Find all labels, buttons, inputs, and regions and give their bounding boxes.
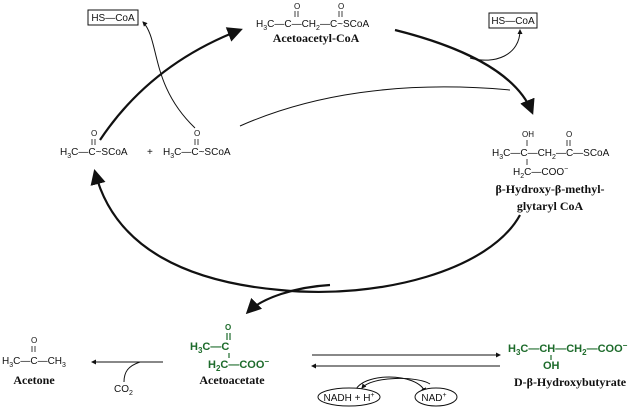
hscoa-box-right: HS—CoA xyxy=(488,12,538,29)
acetone-o: O xyxy=(31,336,37,345)
acetone-formula: H3C—C—CH3 xyxy=(2,356,66,369)
acetoacetyl-formula: H3C—C—CH2—C~SCoA xyxy=(256,19,369,32)
co2-label: CO2 xyxy=(114,384,133,397)
hydroxybutyrate-label: D-β-Hydroxybutyrate xyxy=(514,375,627,389)
acetyl-coa-left: O H3C—C~SCoA xyxy=(60,129,128,160)
hydroxybutyrate: H3C—CH—CH2—COO− OH D-β-Hydroxybutyrate xyxy=(508,341,628,389)
acetyl-coa-right: O H3C—C~SCoA xyxy=(163,129,231,160)
hmg-line1: H3C—C—CH2—C—SCoA xyxy=(492,148,610,161)
arrow-co2-branch xyxy=(123,361,141,383)
hscoa-label-right: HS—CoA xyxy=(491,16,535,27)
hmg-o: O xyxy=(566,130,572,139)
hmg-coa: OH O H3C—C—CH2—C—SCoA H2C—COO− β-Hydroxy… xyxy=(492,130,610,213)
acetoacetate-label: Acetoacetate xyxy=(199,373,265,387)
acetyl-left-o: O xyxy=(91,129,97,138)
carbonyl-o-2: O xyxy=(338,2,344,11)
arrow-hscoa-right xyxy=(469,29,523,61)
acetoacetate-line1: H3C—C xyxy=(190,341,229,355)
arrow-acetyl-into-hmg xyxy=(239,86,511,127)
hydroxybutyrate-line1: H3C—CH—CH2—COO− xyxy=(508,341,628,357)
acetoacetate: O H3C—C H2C—COO− Acetoacetate xyxy=(190,323,269,387)
hmg-name-line1: β-Hydroxy-β-methyl- xyxy=(495,182,604,196)
arrow-hscoa-left xyxy=(142,21,196,129)
hydroxybutyrate-oh: OH xyxy=(543,360,560,372)
nad-oval: NAD+ xyxy=(414,387,458,407)
hscoa-box-left: HS—CoA xyxy=(87,9,139,26)
hmg-oh: OH xyxy=(522,130,534,139)
acetyl-right-o: O xyxy=(194,129,200,138)
hmg-name-line2: glytaryl CoA xyxy=(517,199,584,213)
acetoacetate-line2: H2C—COO− xyxy=(208,357,269,373)
acetyl-right-formula: H3C—C~SCoA xyxy=(163,147,231,160)
arrow-hmg-to-acetyl xyxy=(90,169,521,293)
nadh-label: NADH + H+ xyxy=(323,392,374,404)
hmg-line2: H2C—COO− xyxy=(513,166,568,180)
arrow-nad-reduction xyxy=(361,377,431,389)
nad-label: NAD+ xyxy=(421,392,446,404)
acetoacetyl-coa: O O H3C—C—CH2—C~SCoA Acetoacetyl-CoA xyxy=(256,2,369,45)
carbonyl-o-1: O xyxy=(294,2,300,11)
acetone: O H3C—C—CH3 Acetone xyxy=(2,336,66,387)
arrow-acetyl-to-acetoacetyl xyxy=(99,27,243,141)
acetoacetyl-coa-label: Acetoacetyl-CoA xyxy=(273,31,360,45)
acetone-label: Acetone xyxy=(13,373,55,387)
hscoa-label-left: HS—CoA xyxy=(91,13,135,24)
arrow-to-acetoacetate xyxy=(245,283,331,315)
arrow-acetoacetyl-to-hmg xyxy=(394,28,535,115)
arrow-nadh-oxidation xyxy=(354,376,427,393)
acetoacetate-o: O xyxy=(225,323,231,332)
nadh-oval: NADH + H+ xyxy=(317,387,381,407)
acetyl-left-formula: H3C—C~SCoA xyxy=(60,147,128,160)
plus-sign: + xyxy=(147,147,153,158)
